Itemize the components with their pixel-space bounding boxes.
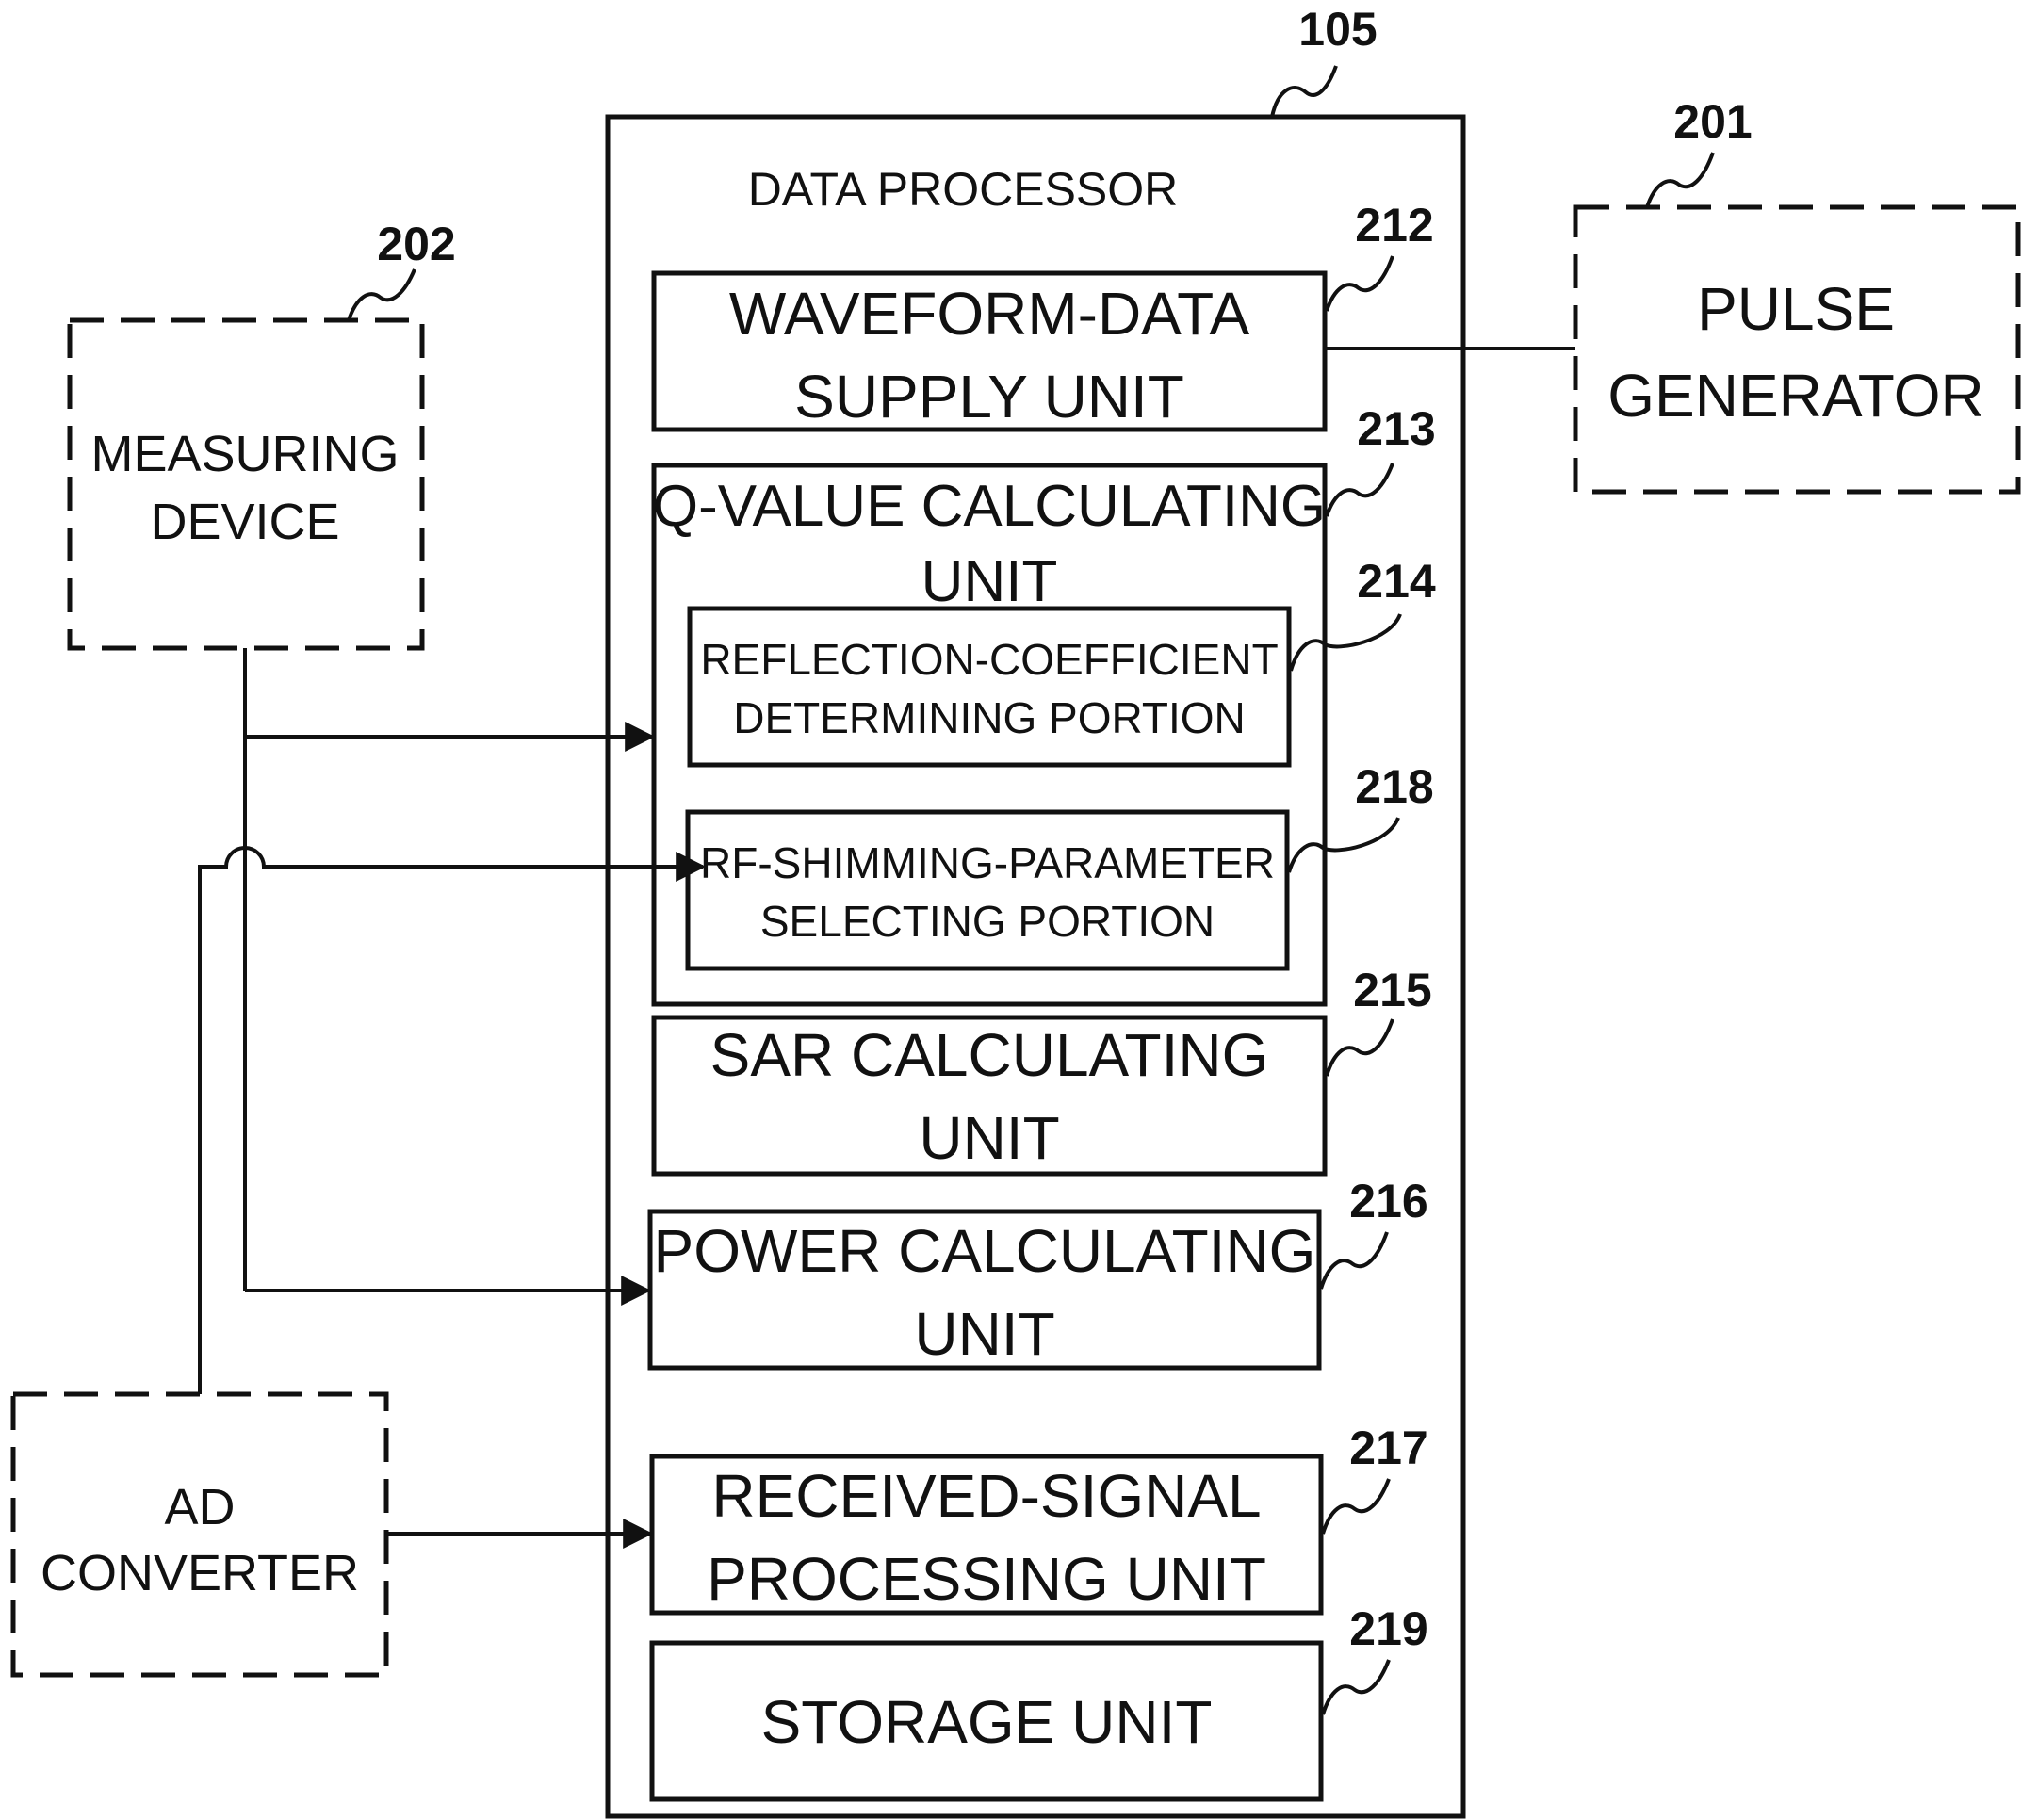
pulse-generator: PULSE GENERATOR 201 [1575,95,2018,492]
leader-219 [1323,1660,1389,1714]
rf-shimming-portion-line1: RF-SHIMMING-PARAMETER [700,838,1275,887]
ad-converter-line2: CONVERTER [41,1545,359,1601]
leader-105 [1272,66,1336,117]
power-unit-line1: POWER CALCULATING [654,1217,1316,1285]
power-unit-line2: UNIT [914,1300,1054,1368]
leader-213 [1327,463,1393,516]
reflection-portion-line1: REFLECTION-COEFFICIENT [700,635,1278,684]
ref-201: 201 [1673,95,1752,148]
waveform-unit-line1: WAVEFORM-DATA [729,280,1250,348]
pulse-generator-box [1575,207,2018,492]
measuring-device: MEASURING DEVICE 202 [70,218,456,648]
ref-215: 215 [1353,964,1431,1016]
ref-212: 212 [1355,199,1433,252]
data-processor-title: DATA PROCESSOR [748,163,1179,216]
ref-214: 214 [1357,555,1436,608]
ref-202: 202 [377,218,455,270]
leader-202 [349,269,415,320]
q-value-unit-line1: Q-VALUE CALCULATING [653,474,1326,539]
leader-216 [1321,1232,1387,1289]
rf-shimming-portion-line2: SELECTING PORTION [760,897,1215,946]
measuring-device-line2: DEVICE [150,494,339,550]
measuring-device-line1: MEASURING [90,426,399,482]
leader-214 [1291,614,1400,671]
reflection-portion-line2: DETERMINING PORTION [733,693,1246,742]
arrow-ad-converter-to-rf-shimming [200,848,703,1394]
storage-unit: STORAGE UNIT 219 [652,1602,1428,1799]
ref-219: 219 [1349,1602,1427,1655]
ref-217: 217 [1349,1422,1427,1474]
sar-calculating-unit: SAR CALCULATING UNIT 215 [654,964,1432,1174]
pulse-generator-line2: GENERATOR [1607,362,1983,430]
ad-converter-line1: AD [164,1479,235,1536]
storage-unit-line1: STORAGE UNIT [761,1688,1213,1756]
sar-unit-line1: SAR CALCULATING [710,1021,1269,1089]
measuring-device-box [70,320,422,648]
leader-215 [1327,1019,1393,1076]
sar-unit-line2: UNIT [919,1104,1059,1172]
q-value-unit-line2: UNIT [921,549,1058,614]
leader-217 [1323,1479,1389,1534]
waveform-data-supply-unit: WAVEFORM-DATA SUPPLY UNIT 212 [654,199,1434,431]
power-calculating-unit: POWER CALCULATING UNIT 216 [650,1175,1428,1368]
waveform-unit-line2: SUPPLY UNIT [794,363,1184,431]
ref-105: 105 [1298,3,1377,56]
received-signal-unit-line2: PROCESSING UNIT [707,1545,1266,1613]
ad-converter: AD CONVERTER [13,1394,386,1675]
leader-212 [1327,256,1393,311]
received-signal-unit-line1: RECEIVED-SIGNAL [711,1462,1261,1530]
received-signal-processing-unit: RECEIVED-SIGNAL PROCESSING UNIT 217 [652,1422,1428,1613]
leader-218 [1289,818,1398,872]
leader-201 [1647,153,1713,207]
pulse-generator-line1: PULSE [1697,275,1895,343]
rf-shimming-parameter-portion: RF-SHIMMING-PARAMETER SELECTING PORTION … [688,760,1434,968]
ref-216: 216 [1349,1175,1427,1227]
ref-213: 213 [1357,402,1435,455]
ref-218: 218 [1355,760,1433,813]
